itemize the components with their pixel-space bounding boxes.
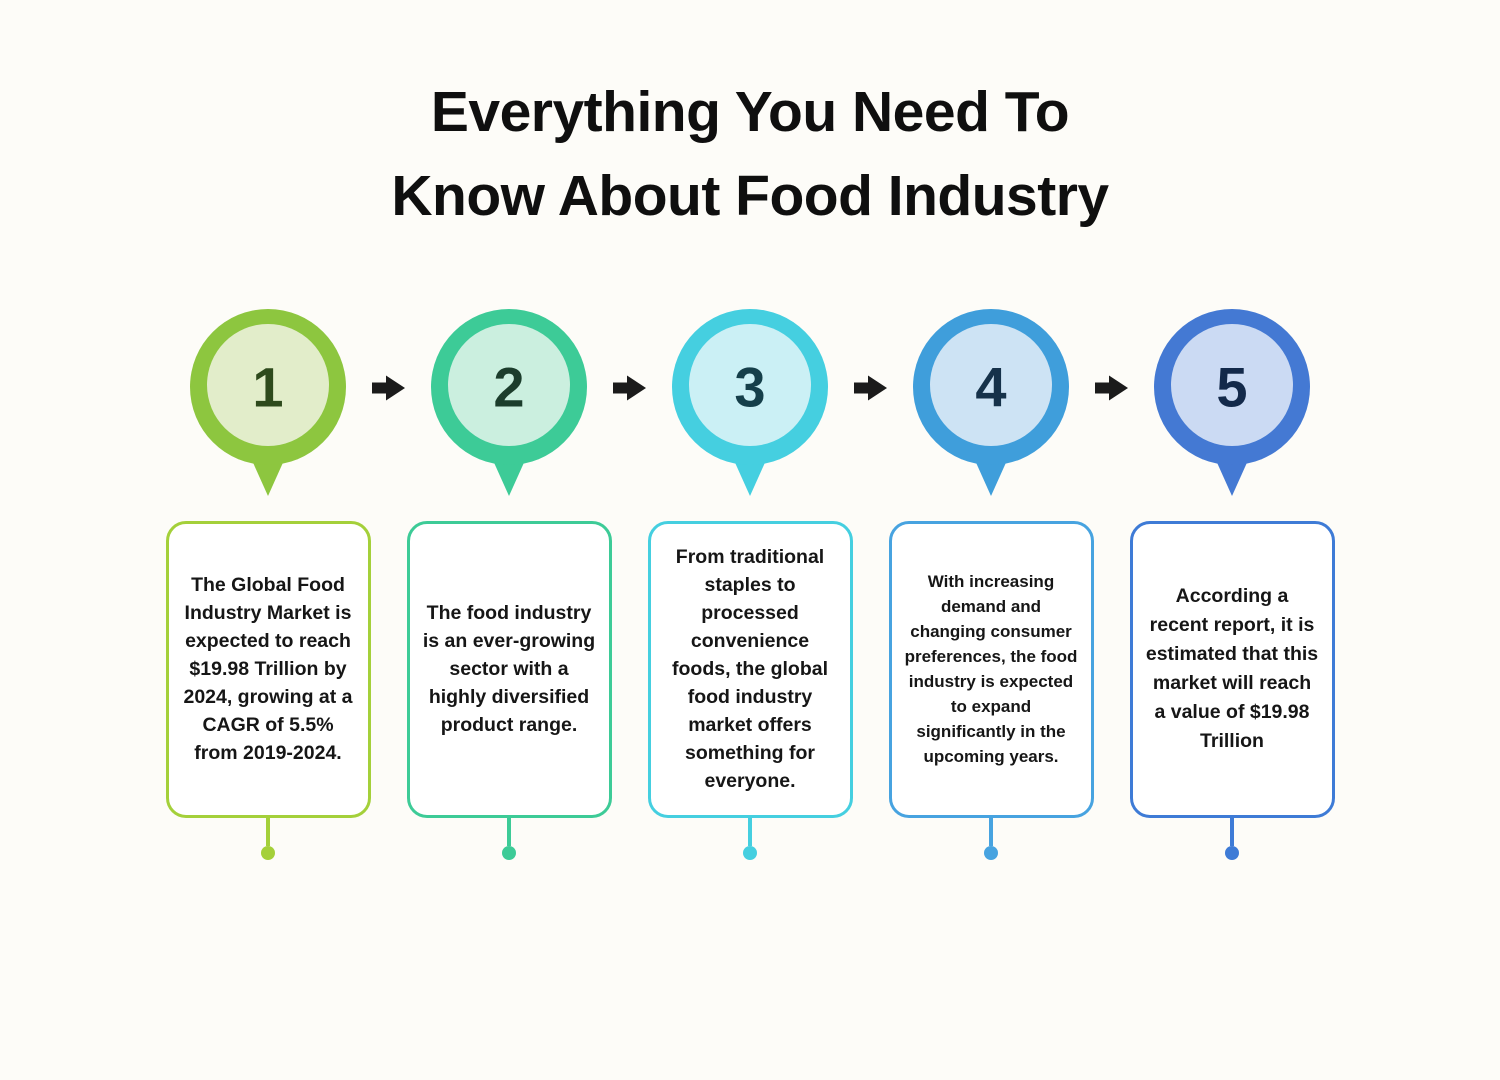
pins-row: 1 2 [166,308,1335,497]
step-4-number: 4 [975,355,1006,418]
step-3-number: 3 [734,355,765,418]
step-5-number: 5 [1216,355,1247,418]
map-pin-icon: 2 [431,308,587,496]
step-1-number: 1 [252,355,283,418]
arrow-cell [1094,309,1130,401]
connector-stem [989,817,993,846]
step-3-card: From traditional staples to processed co… [647,520,853,860]
right-arrow-icon [371,375,405,401]
step-3-pin: 3 [648,308,853,497]
step-4-text: With increasing demand and changing cons… [904,572,1078,767]
step-5-pin: 5 [1130,308,1335,497]
page-title: Everything You Need To Know About Food In… [0,0,1500,239]
arrow-cell [371,309,407,401]
connector-stem [266,817,270,846]
page-title-line2: Know About Food Industry [391,164,1109,229]
card-frame: The Global Food Industry Market is expec… [165,520,371,818]
map-pin-icon: 3 [672,308,828,496]
card-frame: The food industry is an ever-growing sec… [406,520,612,818]
step-2-card: The food industry is an ever-growing sec… [406,520,612,860]
step-4-card: With increasing demand and changing cons… [888,520,1094,860]
right-arrow-icon [853,375,887,401]
step-4-pin: 4 [889,308,1094,497]
right-arrow-icon [612,375,646,401]
connector-dot [984,845,998,860]
step-5-card: According a recent report, it is estimat… [1129,520,1335,860]
step-1-text: The Global Food Industry Market is expec… [183,574,353,765]
map-pin-icon: 5 [1154,308,1310,496]
connector-dot [1225,845,1239,860]
page-title-line1: Everything You Need To [430,80,1070,144]
connector-stem [1230,817,1234,846]
connector-stem [748,817,752,846]
arrow-cell [612,309,648,401]
step-5-text: According a recent report, it is estimat… [1145,585,1319,753]
card-frame: From traditional staples to processed co… [647,520,853,818]
connector-dot [743,845,757,860]
connector-dot [502,845,516,860]
step-2-pin: 2 [407,308,612,497]
right-arrow-icon [1094,375,1128,401]
card-frame: With increasing demand and changing cons… [888,520,1094,818]
card-frame: According a recent report, it is estimat… [1129,520,1335,818]
cards-row: The Global Food Industry Market is expec… [165,520,1335,860]
map-pin-icon: 4 [913,308,1069,496]
steps-diagram: 1 2 [165,308,1335,860]
step-1-card: The Global Food Industry Market is expec… [165,520,371,860]
step-3-text: From traditional staples to processed co… [672,546,828,793]
step-1-pin: 1 [166,308,371,497]
connector-dot [261,845,275,860]
arrow-cell [853,309,889,401]
connector-stem [507,817,511,846]
step-2-text: The food industry is an ever-growing sec… [422,602,596,737]
step-2-number: 2 [493,355,524,418]
map-pin-icon: 1 [190,308,346,496]
